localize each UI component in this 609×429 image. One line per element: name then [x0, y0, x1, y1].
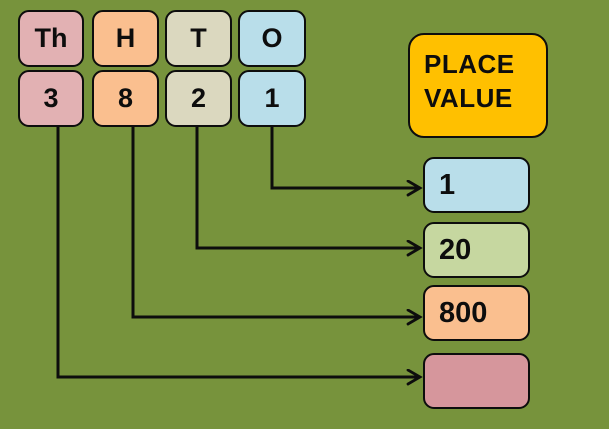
digit-box-thousands: 3	[18, 70, 84, 127]
digit-box-hundreds: 8	[92, 70, 159, 127]
column-label-ones: O	[238, 10, 306, 67]
value-box-tens: 20	[423, 222, 530, 278]
column-label-tens: T	[165, 10, 232, 67]
column-label-thousands: Th	[18, 10, 84, 67]
connector-ones-arrow	[270, 124, 420, 188]
place-value-title-box: PLACE VALUE	[408, 33, 548, 138]
column-label-hundreds: H	[92, 10, 159, 67]
value-box-ones: 1	[423, 157, 530, 213]
value-box-thousands-blank	[423, 353, 530, 409]
digit-box-ones: 1	[238, 70, 306, 127]
connector-tens-arrow	[195, 124, 420, 248]
connector-hundreds-arrow	[131, 124, 420, 317]
connector-thousands-arrow	[56, 124, 420, 377]
value-box-hundreds: 800	[423, 285, 530, 341]
place-value-title: PLACE VALUE	[424, 49, 515, 113]
digit-box-tens: 2	[165, 70, 232, 127]
